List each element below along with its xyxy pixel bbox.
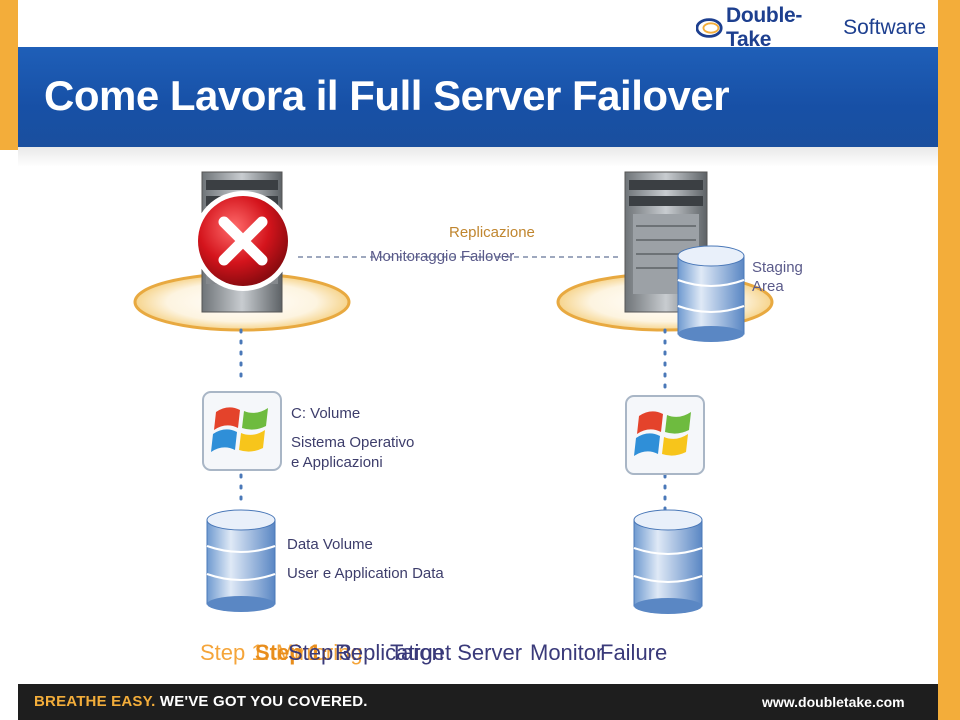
step-label-5: Target Server (390, 640, 523, 665)
volume-label: C: Volume (291, 405, 361, 422)
source-data-database-icon (206, 509, 276, 612)
staging-area-database-icon (677, 245, 745, 342)
footer-bar (18, 684, 938, 720)
page-title: Come Lavora il Full Server Failover (44, 72, 730, 119)
tagline-part1: BREATHE EASY. (34, 693, 156, 710)
error-x-icon (193, 191, 293, 291)
title-band (18, 47, 938, 147)
right-accent-strip (938, 0, 960, 720)
source-windows-icon (202, 391, 282, 471)
step-label-1: Step 1: Mirroring (200, 640, 363, 665)
double-take-logo: Double-Take Software (696, 4, 926, 51)
target-windows-icon (625, 395, 705, 475)
logo-swoosh-icon (696, 18, 723, 38)
staging-label-line2: Area (752, 278, 784, 295)
step-label-3: Step 3: (288, 640, 358, 665)
os-label-line2: e Applicazioni (291, 454, 383, 471)
title-shadow (18, 147, 938, 167)
target-data-database-icon (633, 509, 703, 614)
replication-label: Replicazione (449, 224, 535, 241)
monitoring-label: Monitoraggio Failover (370, 248, 515, 265)
tagline-part2: WE'VE GOT YOU COVERED. (159, 693, 368, 710)
staging-label-line1: Staging (752, 259, 803, 276)
data-label: User e Application Data (287, 565, 444, 582)
step-label-4: Replication (335, 640, 444, 665)
footer-url[interactable]: www.doubletake.com (762, 694, 905, 710)
left-accent-strip (0, 0, 18, 150)
step-label-7: Failure (600, 640, 668, 665)
step-labels-overlap: Step 1: Mirroring Step 1: Step 3: Replic… (200, 640, 667, 666)
logo-brand-text: Double-Take (726, 4, 803, 51)
os-label-line1: Sistema Operativo (291, 434, 415, 451)
logo-software-text: Software (843, 16, 926, 39)
data-volume-label: Data Volume (287, 536, 373, 553)
step-label-6: Monitor (530, 640, 604, 665)
step-label-2: Step 1: (255, 640, 329, 665)
failover-diagram (133, 171, 774, 614)
footer-tagline: BREATHE EASY. WE'VE GOT YOU COVERED. (34, 693, 368, 710)
